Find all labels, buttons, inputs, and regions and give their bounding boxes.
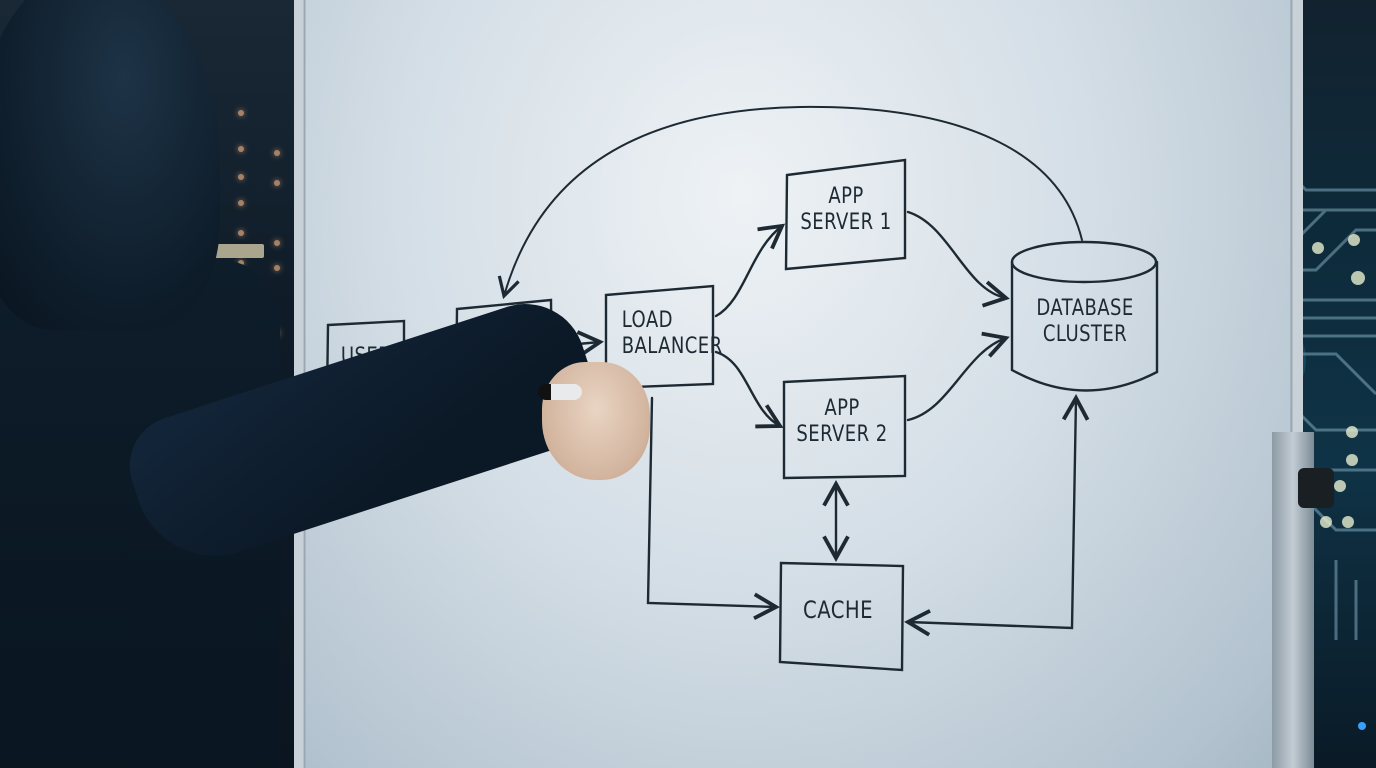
node-database-cluster-label: DATABASE CLUSTER — [1024, 296, 1147, 349]
node-load-balancer-box — [604, 284, 715, 390]
node-app-server-2-label: APP SERVER 2 — [791, 396, 893, 449]
stand-knob — [1298, 468, 1334, 508]
node-cache-label: CACHE — [803, 596, 873, 624]
node-app-server-1-label: APP SERVER 1 — [795, 184, 897, 237]
label-line: LOAD — [621, 308, 673, 333]
label-line: APP — [828, 184, 864, 209]
hood — [0, 0, 220, 330]
label-line: APP — [824, 396, 860, 421]
label-line: BALANCER — [621, 334, 723, 360]
label-line: SERVER 2 — [796, 422, 888, 448]
node-cache-box — [778, 561, 905, 672]
label-line: SERVER 1 — [800, 210, 892, 236]
marker-pen-icon — [538, 384, 582, 400]
label-line: CLUSTER — [1042, 322, 1128, 348]
hooded-person — [0, 0, 660, 768]
node-app-server-1-box — [784, 158, 907, 271]
node-load-balancer-label: LOAD BALANCER — [612, 308, 723, 361]
node-database-cylinder — [1010, 240, 1159, 392]
hand — [542, 362, 650, 480]
label-line: DATABASE — [1036, 296, 1134, 321]
rack-display-light — [208, 244, 264, 258]
